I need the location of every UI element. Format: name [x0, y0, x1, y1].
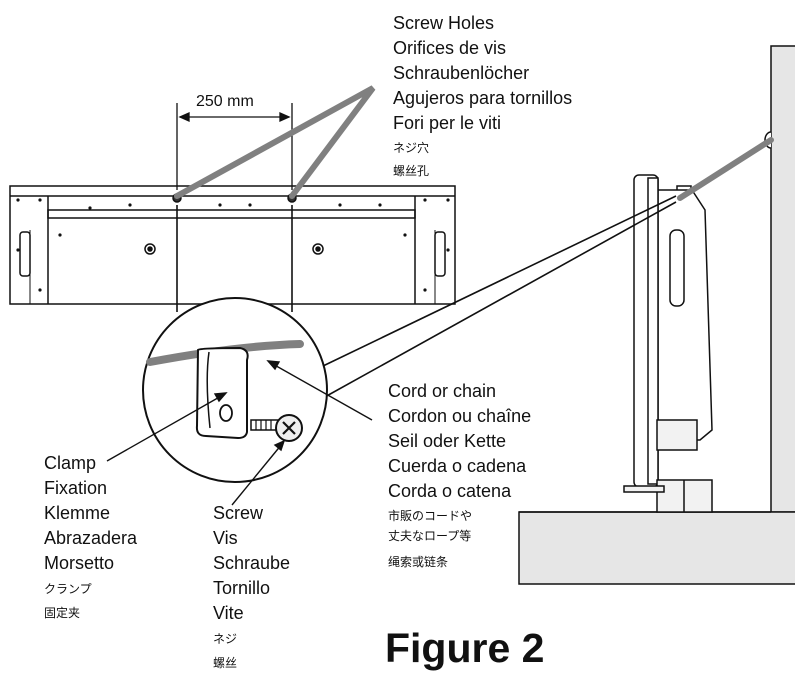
label-line: 固定夹 [44, 606, 81, 620]
screw-holes-label: Screw Holes Orifices de vis Schraubenlöc… [393, 11, 572, 181]
label-line: Abrazadera [44, 528, 138, 548]
label-line: 市販のコードや [388, 509, 473, 523]
label-line: 螺丝 [213, 656, 238, 670]
label-line: Screw [213, 503, 264, 523]
label-line: Morsetto [44, 553, 115, 573]
label-line: Cuerda o cadena [388, 456, 527, 476]
label-line: Schraube [213, 553, 291, 573]
label-line: Tornillo [213, 578, 271, 598]
label-line: Fixation [44, 478, 108, 498]
dimension-250mm [176, 103, 293, 190]
label-line: Corda o catena [388, 481, 512, 501]
label-line: Seil oder Kette [388, 431, 507, 451]
label-line: Orifices de vis [393, 38, 507, 58]
label-line: 螺丝孔 [393, 164, 430, 178]
label-line: 绳索或链条 [388, 555, 449, 569]
leader-lines [176, 195, 677, 399]
label-line: Fori per le viti [393, 113, 502, 133]
screw-label: Screw Vis Schraube Tornillo Vite ネジ 螺丝 [213, 501, 290, 673]
label-line: Klemme [44, 503, 111, 523]
label-line: ネジ穴 [393, 141, 430, 155]
monitor-rear-view [9, 185, 456, 305]
wall [518, 45, 795, 585]
label-line: Schraubenlöcher [393, 63, 530, 83]
label-line: Cordon ou chaîne [388, 406, 532, 426]
cord-lines [174, 85, 774, 201]
label-line: 丈夫なロープ等 [388, 529, 472, 543]
label-line: Screw Holes [393, 13, 495, 33]
rear-panel-dots [16, 198, 450, 292]
label-line: Vite [213, 603, 244, 623]
label-line: Clamp [44, 453, 97, 473]
label-line: クランプ [44, 582, 92, 596]
label-line: ネジ [213, 632, 238, 646]
clamp-label: Clamp Fixation Klemme Abrazadera Morsett… [44, 451, 137, 623]
label-line: Cord or chain [388, 381, 497, 401]
detail-magnifier [142, 297, 328, 483]
label-line: Vis [213, 528, 238, 548]
dimension-label: 250 mm [196, 93, 254, 110]
monitor-side-view [623, 174, 713, 513]
pointer-arrows [106, 360, 373, 506]
figure-title: Figure 2 [385, 625, 545, 671]
cord-label: Cord or chain Cordon ou chaîne Seil oder… [388, 379, 531, 572]
label-line: Agujeros para tornillos [393, 88, 573, 108]
